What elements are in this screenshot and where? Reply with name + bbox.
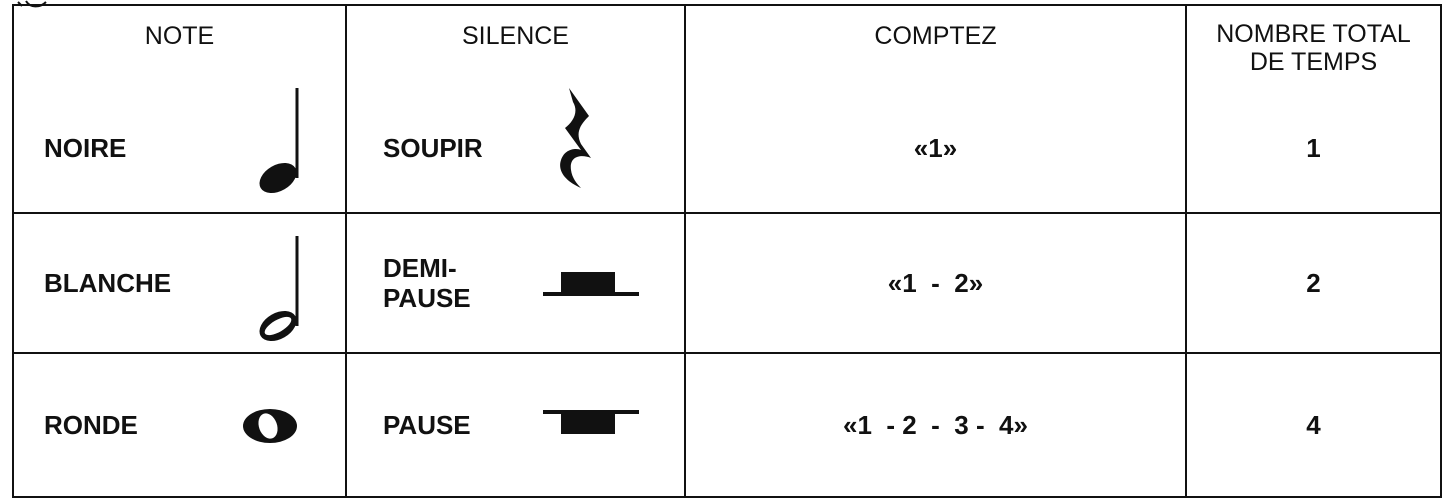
note-name-ronde: RONDE (44, 410, 138, 440)
whole-note-icon (243, 409, 297, 443)
header-silence: SILENCE (462, 22, 569, 50)
rhythm-table: NOTE NOIRE SILENCE SOUPIR COMPTEZ «1» (12, 4, 1442, 498)
half-rest-icon (543, 272, 639, 296)
note-name-blanche: BLANCHE (44, 268, 172, 298)
whole-rest-icon (543, 410, 639, 434)
header-total: NOMBRE TOTAL DE TEMPS (1187, 18, 1440, 76)
total-value-ronde: 4 (1306, 409, 1321, 440)
header-total-line2: DE TEMPS (1249, 48, 1378, 76)
cell-total-4: 4 (1185, 352, 1442, 498)
count-value-noire: «1» (913, 133, 958, 163)
quarter-note-icon (259, 88, 299, 194)
cell-count-1: COMPTEZ «1» (684, 4, 1187, 214)
count-value-blanche: «1 - 2» (887, 267, 984, 298)
quarter-rest-icon (560, 88, 591, 188)
cell-rest-pause: PAUSE (345, 352, 686, 498)
header-note: NOTE (144, 22, 215, 50)
header-total-line1: NOMBRE TOTAL (1216, 20, 1411, 48)
cell-total-1: NOMBRE TOTAL DE TEMPS 1 (1185, 4, 1442, 214)
cell-count-4: «1 - 2 - 3 - 4» (684, 352, 1187, 498)
cell-count-2: «1 - 2» (684, 212, 1187, 354)
cell-note-ronde: RONDE (12, 352, 347, 498)
note-name-noire: NOIRE (44, 133, 127, 163)
table-row-blanche: BLANCHE DEMI- PAUSE (12, 212, 1442, 354)
cell-total-2: 2 (1185, 212, 1442, 354)
cell-rest-soupir: SILENCE SOUPIR (345, 4, 686, 214)
cell-note-noire: NOTE NOIRE (12, 4, 347, 214)
rest-name-soupir: SOUPIR (383, 133, 483, 163)
rest-name-demi-pause: DEMI- PAUSE (383, 253, 471, 313)
count-value-ronde: «1 - 2 - 3 - 4» (843, 409, 1028, 440)
table-row-ronde: RONDE PAUSE «1 - 2 - 3 - 4» 4 (12, 352, 1442, 498)
rest-name-pause: PAUSE (383, 410, 471, 440)
rest-name-demi-pause-line1: DEMI- (383, 253, 457, 283)
cell-rest-demi-pause: DEMI- PAUSE (345, 212, 686, 354)
half-note-icon (259, 236, 299, 342)
rest-name-demi-pause-line2: PAUSE (383, 283, 471, 313)
total-value-noire: 1 (1306, 133, 1321, 163)
total-value-blanche: 2 (1306, 267, 1321, 298)
header-count: COMPTEZ (874, 22, 997, 50)
cell-note-blanche: BLANCHE (12, 212, 347, 354)
